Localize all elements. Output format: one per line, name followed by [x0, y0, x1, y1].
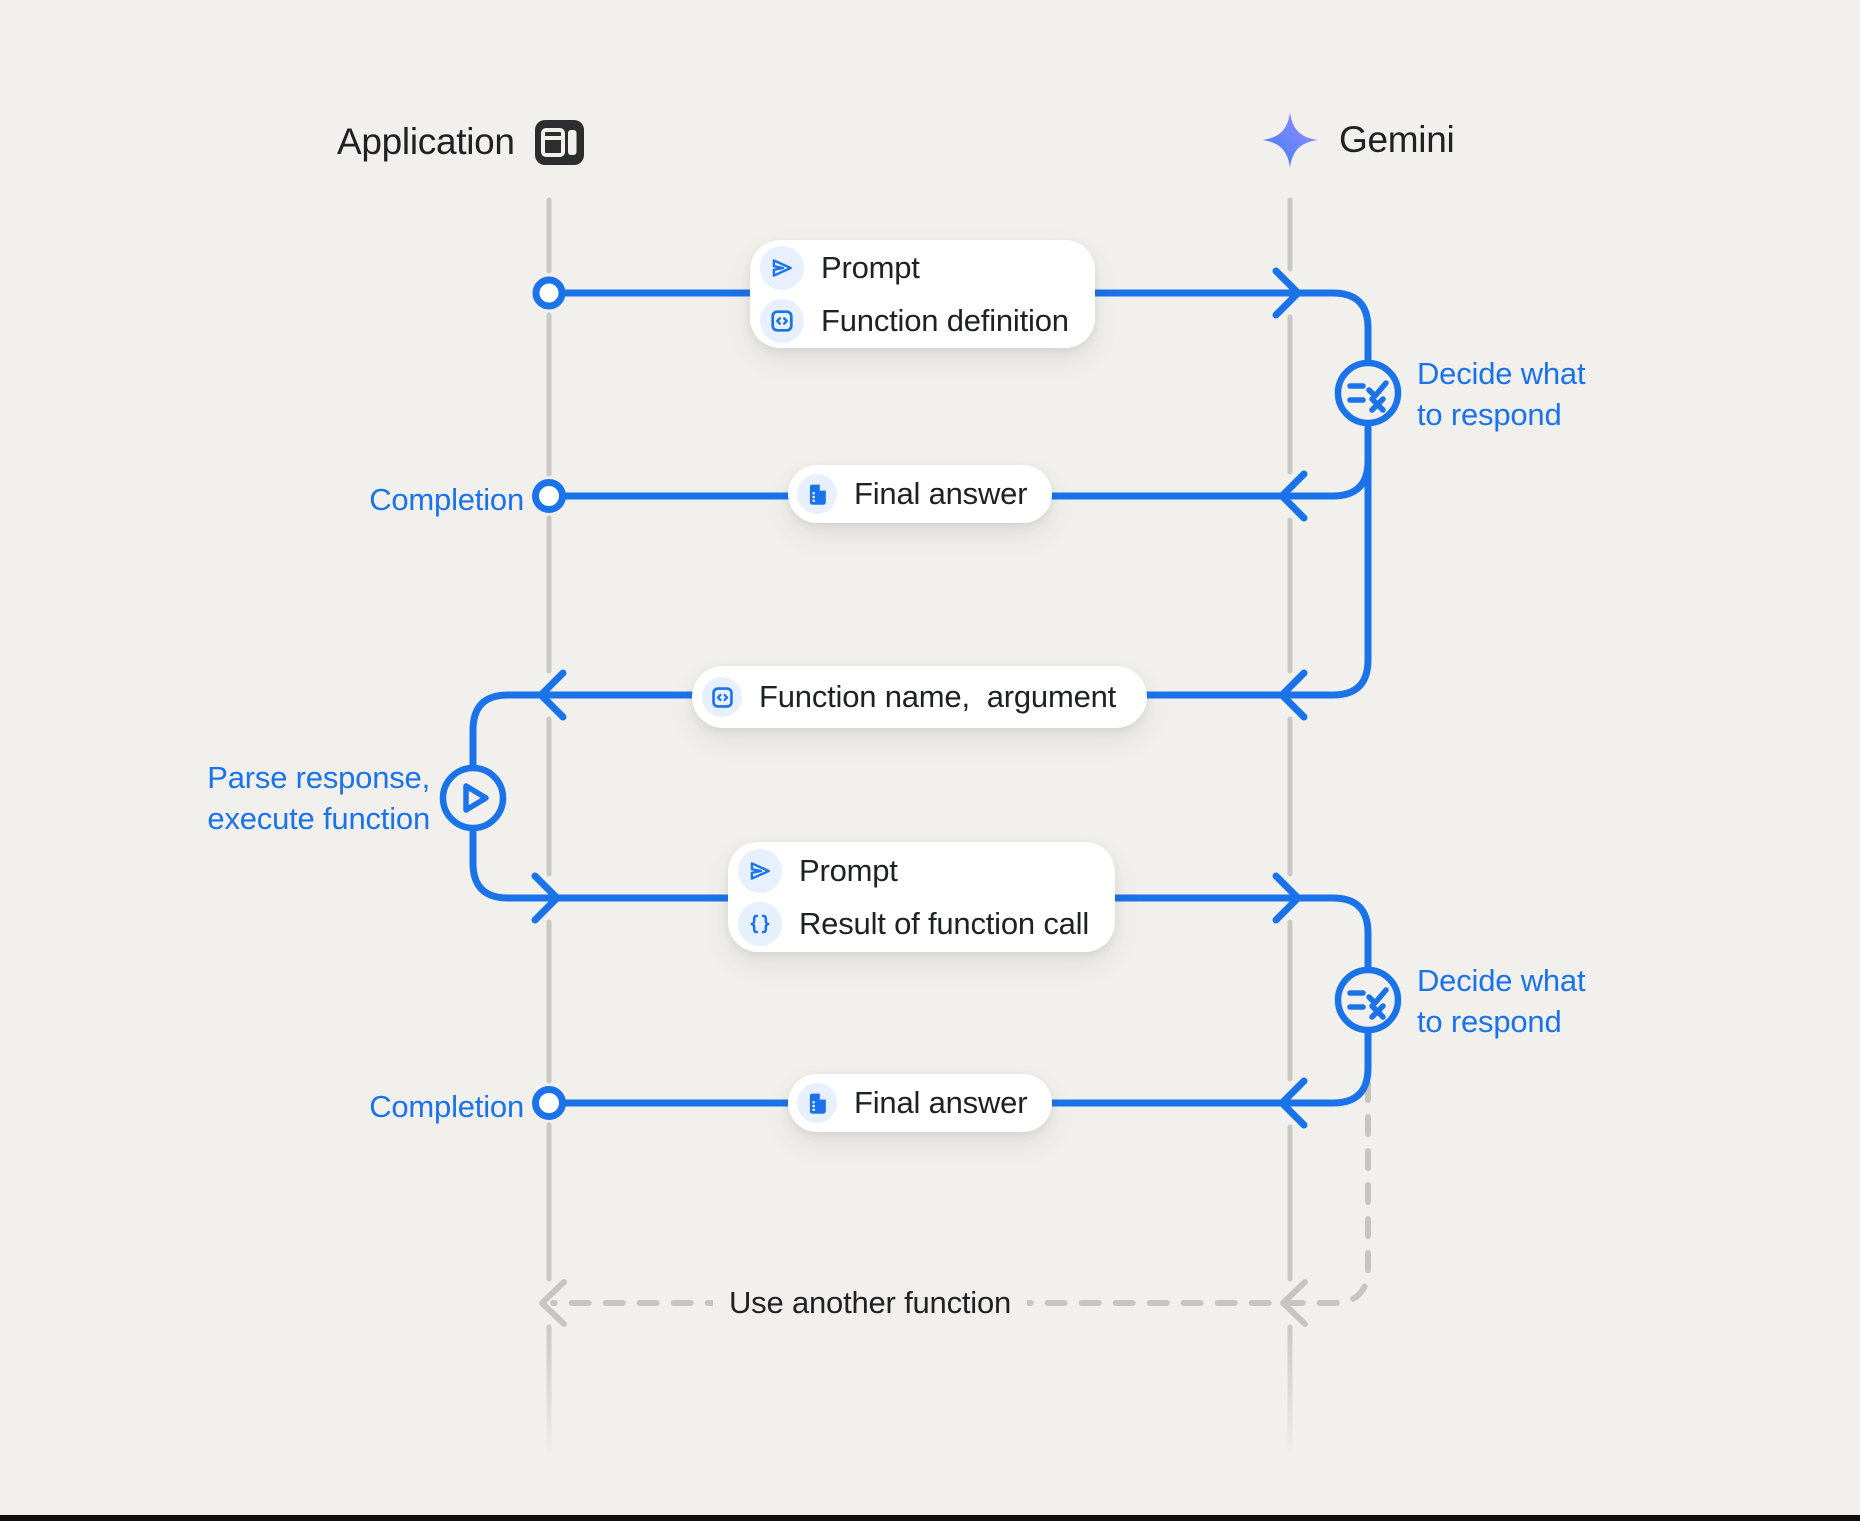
- rule-icon: [1347, 987, 1389, 1020]
- arrowhead-right-prompt2-gemini: [1272, 872, 1302, 924]
- message-label: Result of function call: [799, 905, 1090, 941]
- arrowhead-left-function-call-app: [537, 669, 567, 721]
- arrowhead-right-prompt1: [1272, 267, 1302, 319]
- app-window-icon: [534, 119, 584, 165]
- arrowhead-right-prompt2-app: [531, 872, 561, 924]
- send-icon: [738, 848, 782, 893]
- gemini-sparkle-icon: [1262, 112, 1318, 168]
- message-row: Function name, argument: [702, 677, 1147, 717]
- message-row: Result of function call: [738, 901, 1115, 946]
- decide-label-line2: to respond: [1417, 397, 1562, 432]
- completion-node-2: [532, 1086, 566, 1120]
- message-label: Final answer: [854, 1085, 1028, 1120]
- message-function-name-argument: Function name, argument: [692, 666, 1147, 728]
- message-label: Function name, argument: [759, 679, 1117, 714]
- send-icon: [760, 245, 804, 290]
- loop-arrowhead-application: [539, 1279, 567, 1327]
- loop-dashed-path: [550, 1080, 1371, 1306]
- application-header: Application: [337, 113, 584, 171]
- decide-label-line1: Decide what: [1417, 963, 1586, 998]
- bottom-edge-bar: [0, 1515, 1860, 1521]
- arrowhead-left-final-answer1: [1278, 470, 1308, 522]
- arrowhead-left-function-call-gemini: [1278, 669, 1308, 721]
- gemini-header: Gemini: [1261, 111, 1455, 169]
- decide-node-2: [1334, 966, 1402, 1034]
- message-label: Prompt: [799, 852, 898, 888]
- message-final-answer-1: Final answer: [788, 465, 1052, 523]
- message-row: Final answer: [797, 1083, 1052, 1123]
- document-icon: [797, 1083, 837, 1123]
- decide-label-1: Decide what to respond: [1417, 353, 1586, 435]
- use-another-function-label: Use another function: [713, 1282, 1028, 1324]
- braces-icon: [738, 901, 782, 946]
- message-final-answer-2: Final answer: [788, 1074, 1052, 1132]
- message-row: Function definition: [760, 298, 1095, 343]
- document-icon: [797, 474, 837, 514]
- completion-label-1: Completion: [369, 482, 524, 517]
- gemini-label: Gemini: [1339, 119, 1455, 160]
- completion-node-1: [532, 479, 566, 513]
- play-icon: [463, 783, 489, 813]
- rule-icon: [1347, 380, 1389, 413]
- message-prompt-function-result: Prompt Result of function call: [728, 842, 1115, 952]
- message-label: Prompt: [821, 249, 920, 285]
- flow-path-final-answer-branch: [545, 457, 1372, 500]
- code-block-icon: [760, 298, 804, 343]
- decide-label-line1: Decide what: [1417, 356, 1586, 391]
- execute-node: [439, 764, 507, 832]
- message-label: Final answer: [854, 476, 1028, 511]
- decide-label-2: Decide what to respond: [1417, 960, 1586, 1042]
- loop-arrowhead-gemini: [1280, 1279, 1308, 1327]
- message-row: Final answer: [797, 474, 1052, 514]
- completion-label-2: Completion: [369, 1089, 524, 1124]
- message-label: Function definition: [821, 302, 1069, 338]
- start-node: [532, 276, 566, 310]
- parse-label-line2: execute function: [207, 801, 430, 836]
- message-row: Prompt: [738, 848, 1115, 893]
- decide-node-1: [1334, 359, 1402, 427]
- parse-label-line1: Parse response,: [207, 760, 430, 795]
- decide-label-line2: to respond: [1417, 1004, 1562, 1039]
- code-block-icon: [702, 677, 742, 717]
- message-prompt-function-definition: Prompt Function definition: [750, 240, 1095, 348]
- message-row: Prompt: [760, 245, 1095, 290]
- application-label: Application: [337, 121, 515, 162]
- arrowhead-left-final-answer2: [1278, 1077, 1308, 1129]
- parse-execute-label: Parse response, execute function: [130, 757, 430, 839]
